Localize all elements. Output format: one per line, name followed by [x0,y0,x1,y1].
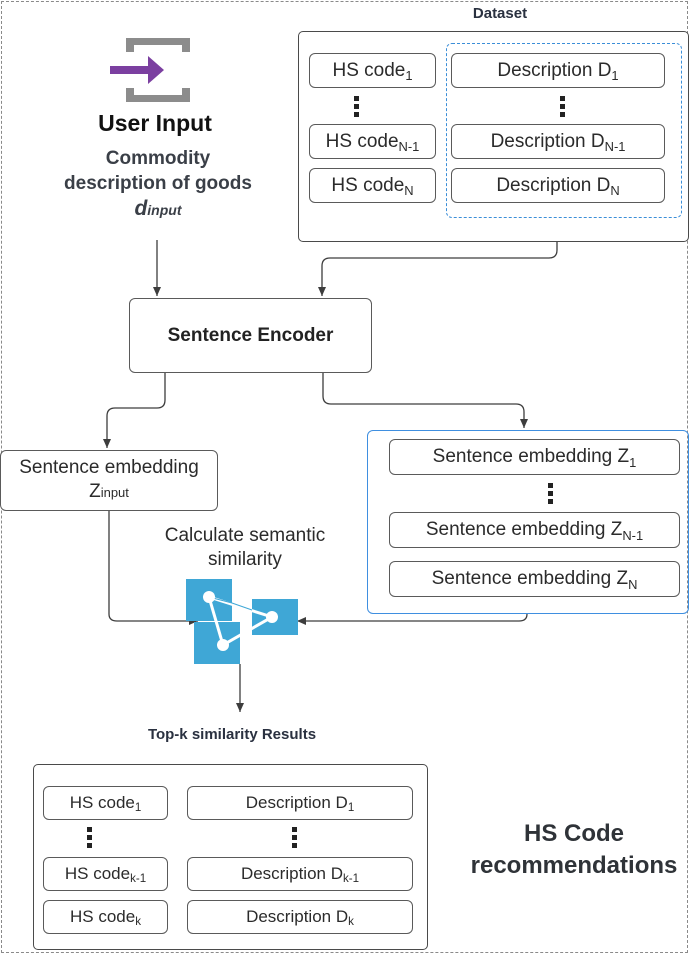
similarity-label: Calculate semantic similarity [150,524,340,572]
results-title: Top-k similarity Results [147,726,317,743]
result-hs-ellipsis [79,824,99,850]
recommendations-label-line1: HS Code [523,820,624,847]
similarity-label-line1: Calculate semantic [164,525,326,546]
dataset-title: Dataset [472,5,528,22]
sentence-embeddings-ellipsis [540,479,560,507]
user-input-title: User Input [98,110,212,136]
arrow-encoder-to-embedding-input [103,373,166,448]
recommendations-label: HS Code recommendations [462,818,686,882]
user-input-variable-sub: input [147,202,182,218]
arrow-embeddings-to-similarity [297,613,528,625]
recommendations-label-line2: recommendations [470,852,678,879]
result-description-ellipsis [284,824,304,850]
sentence-embedding-input: Sentence embedding Zinput [0,450,218,511]
similarity-icon [186,577,300,667]
sentence-embeddings-group [367,430,689,614]
dataset-description-ellipsis [552,92,572,120]
sentence-embedding-input-variable: Zinput [89,481,129,502]
sentence-encoder: Sentence Encoder [129,298,372,373]
user-input-description-line2: description of goods [64,173,252,194]
arrow-encoder-to-embeddings [322,373,528,428]
user-input-variable: dinput [40,196,276,223]
dataset-description-column [446,43,682,218]
similarity-label-line2: similarity [208,549,282,570]
user-input-icon [104,34,194,106]
sentence-embedding-input-label: Sentence embedding [19,457,199,478]
arrow-embedding-input-to-similarity [108,511,198,625]
user-input-description-line1: Commodity [105,148,211,169]
arrow-dataset-to-encoder [318,220,558,296]
user-input-description: Commodity description of goods dinput [40,146,276,223]
dataset-hs-ellipsis [346,92,366,120]
user-input-variable-main: d [134,197,148,220]
